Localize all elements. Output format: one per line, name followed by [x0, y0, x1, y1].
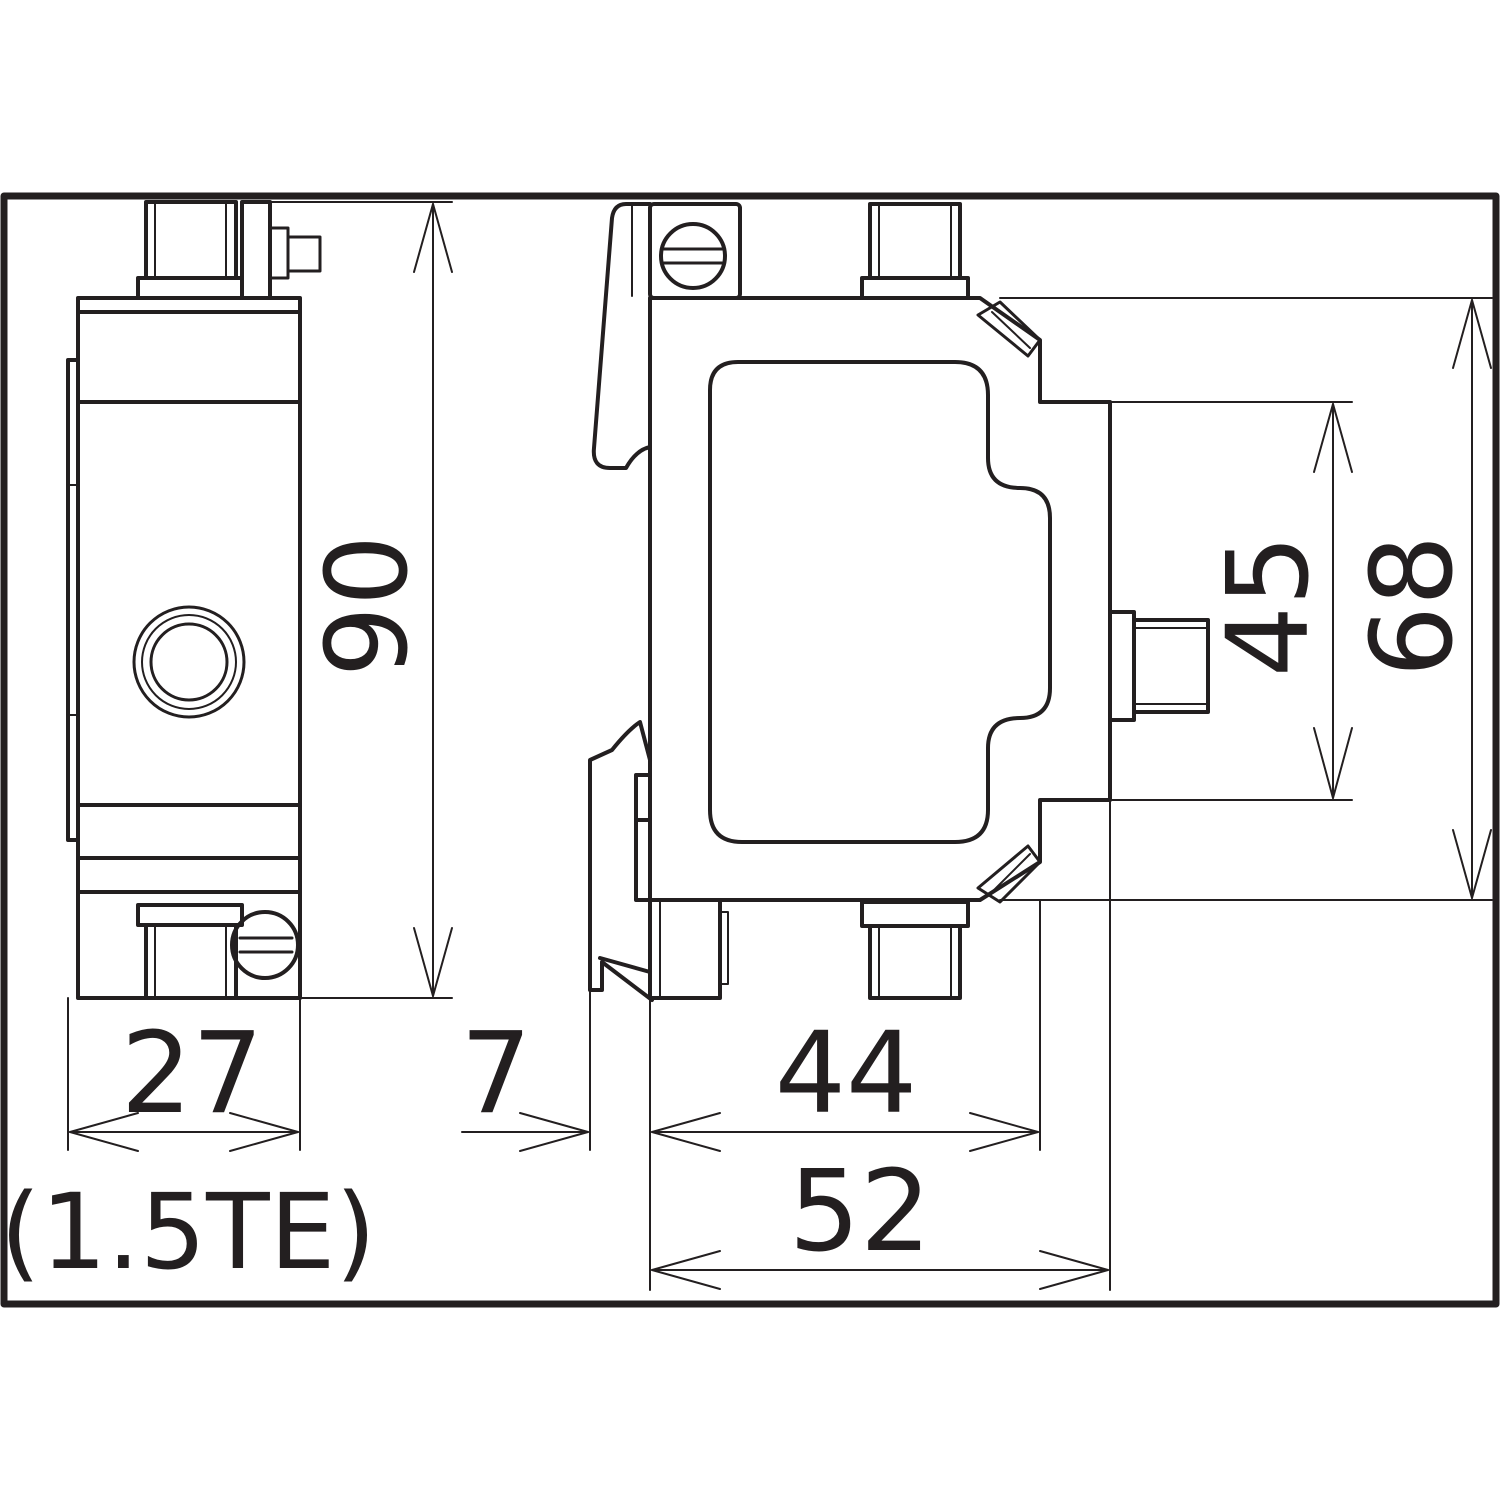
front-view — [66, 200, 322, 1000]
dim-52-label: 52 — [789, 1147, 932, 1277]
dim-27-label: 27 — [121, 1009, 264, 1139]
dimension-lines — [67, 201, 1493, 1291]
side-body — [648, 296, 1112, 902]
dim-68-label: 68 — [1348, 535, 1478, 678]
dim-90-label: 90 — [303, 535, 433, 678]
dim-45-label: 45 — [1204, 535, 1334, 678]
dim-7-label: 7 — [460, 1009, 531, 1139]
side-view — [588, 202, 1210, 1002]
dim-1-5te-label: (1.5TE) — [0, 1171, 376, 1293]
indicator-window — [132, 605, 246, 719]
dim-44-label: 44 — [775, 1009, 918, 1139]
drawing-frame — [0, 192, 1500, 1308]
